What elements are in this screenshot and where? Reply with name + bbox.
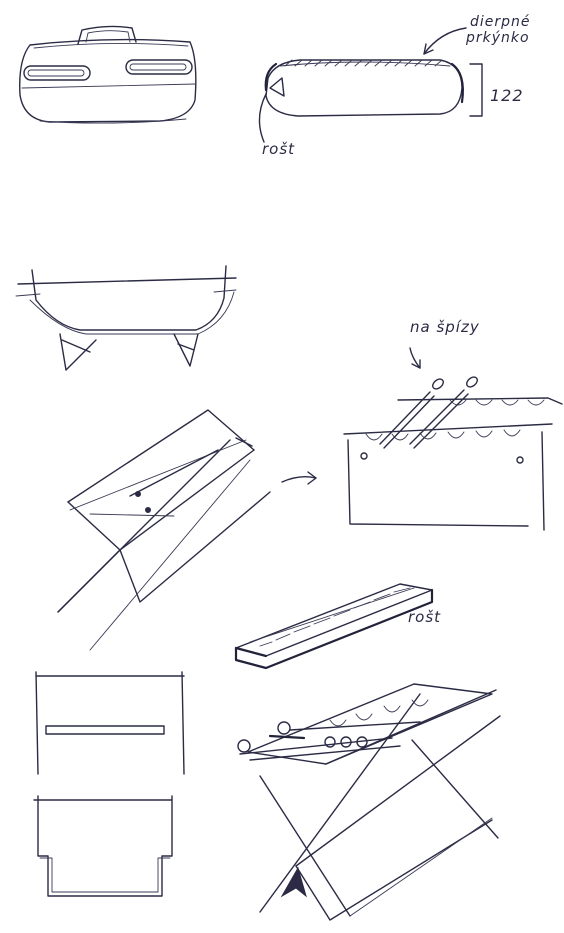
grate-label-mid: rošt — [408, 608, 442, 626]
grate-label-top: rošt — [262, 140, 296, 158]
case-side-sketch — [258, 27, 483, 143]
assembled-grill-sketch — [237, 683, 501, 921]
skewers-label: na špízy — [410, 318, 480, 336]
dimension-label: 122 — [490, 86, 524, 105]
cutting-board-label-line2: prkýnko — [466, 30, 530, 46]
slotted-plate-sketch — [35, 671, 185, 775]
x-stand-sketch — [57, 409, 317, 651]
grate-sketch — [234, 583, 434, 670]
skewer-rail-sketch — [343, 347, 563, 531]
tray-with-legs-sketch — [15, 265, 237, 371]
closed-case-sketch — [19, 25, 197, 124]
cutting-board-label-line1: dierpné — [470, 14, 531, 30]
notched-plate-sketch — [33, 795, 173, 897]
